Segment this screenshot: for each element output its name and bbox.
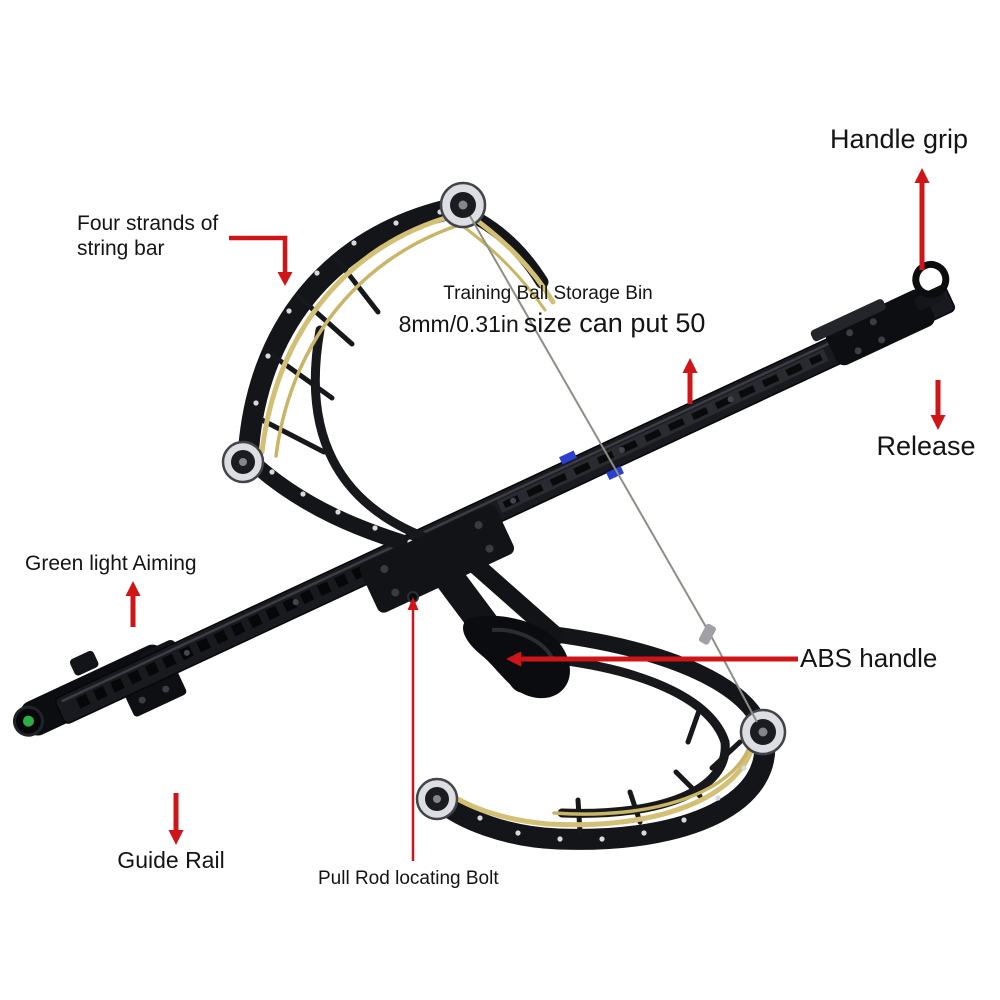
handle-grip-body [825,289,935,366]
grip-bolt [846,329,854,337]
green-laser-lens [22,715,34,727]
laser-mount [125,671,187,717]
handle-grip-end [810,260,950,366]
string-bead [698,623,716,645]
bowstring [469,215,758,723]
storage-capacity-text: size can put 50 [523,308,706,338]
storage-channel-slots [502,353,823,509]
mount-screw [162,685,170,693]
cam-wheel-left [221,440,265,484]
four-strands-line1: Four strands of [77,212,219,235]
cam-wheel-right [739,708,787,756]
blue-clip [606,466,624,481]
blue-clip [559,450,577,465]
four-strands-line2: string bar [77,236,165,260]
guide-rail-arrow [168,793,184,845]
annotation-storage-bin-title: Training Ball Storage Bin [443,283,653,304]
annotation-pull-rod-bolt: Pull Rod locating Bolt [318,868,499,889]
green-light-arrow [125,581,141,627]
four-strands-arrow [229,235,293,286]
annotation-handle-grip: Handle grip [829,124,969,154]
laser-top-knob [69,650,99,676]
pull-rod-arrow [407,597,419,861]
cam-wheel-bottom [415,777,459,821]
elastic-band-lower [445,739,757,828]
annotation-guide-rail: Guide Rail [117,847,225,873]
annotation-green-light-aiming: Green light Aiming [25,552,197,575]
elastic-band-to-rail [458,222,547,312]
release-arrow [930,380,946,430]
annotation-four-strands: Four strands of string bar [77,212,218,262]
annotation-release: Release [876,431,976,461]
annotation-abs-handle: ABS handle [800,643,938,673]
storage-bin-arrow [682,358,698,404]
storage-size-value: 8mm/0.31in [398,311,519,337]
elastic-band-upper [259,213,455,455]
handle-grip-arrow [914,168,930,270]
elastic-band-upper [274,223,461,458]
main-rail [54,260,956,724]
mount-screw [138,696,146,704]
elastic-band-to-rail [465,211,556,305]
elastic-band-lower [552,748,750,816]
grip-highlight [491,627,554,660]
grip-bolt [869,318,877,326]
cam-wheel-top [439,181,487,229]
rail-edge-highlight [61,290,942,703]
grip-bolt [878,336,886,344]
grip-bolt [854,347,862,355]
handle-grip-top-plate [810,299,886,342]
abs-handle-arrow [506,651,798,667]
